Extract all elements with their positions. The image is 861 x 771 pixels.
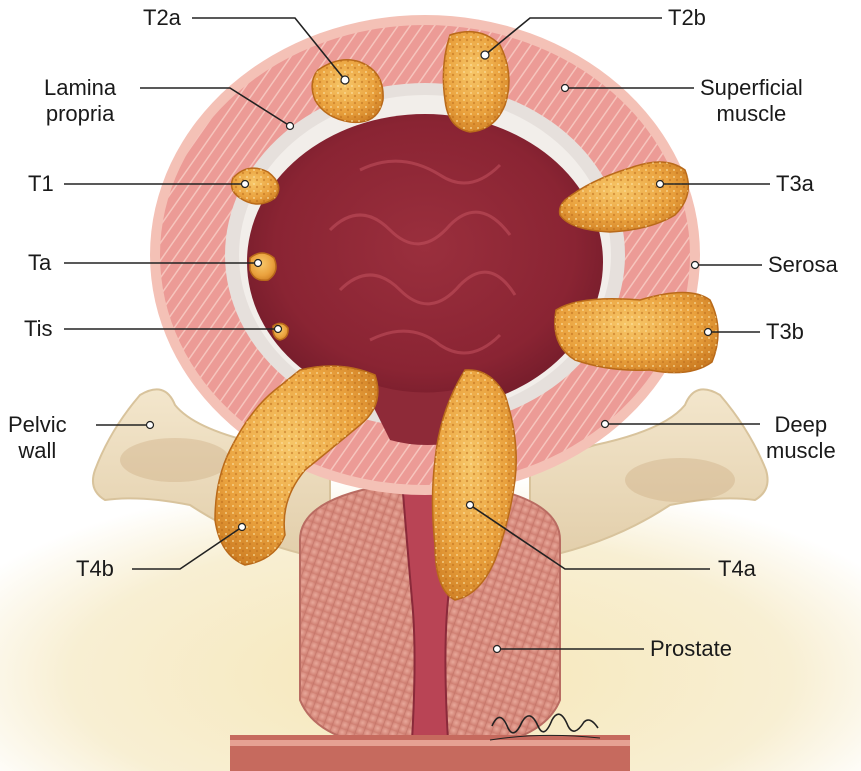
label-t3b: T3b [766,319,804,345]
label-t2b: T2b [668,5,706,31]
label-prostate: Prostate [650,636,732,662]
tumor-t2b [443,32,509,132]
label-t1: T1 [28,171,54,197]
label-serosa: Serosa [768,252,838,278]
label-deep-line1: Deep [766,412,836,438]
label-t3a: T3a [776,171,814,197]
label-tis: Tis [24,316,53,342]
label-lamina-propria: Lamina propria [44,75,116,127]
label-t4b: T4b [76,556,114,582]
label-pelvic-wall: Pelvic wall [8,412,67,464]
label-lamina-line1: Lamina [44,75,116,101]
label-lamina-line2: propria [44,101,116,127]
label-superficial-line2: muscle [700,101,803,127]
label-superficial-line1: Superficial [700,75,803,101]
label-deep-line2: muscle [766,438,836,464]
label-t4a: T4a [718,556,756,582]
tumor-ta [250,253,276,280]
label-deep-muscle: Deep muscle [766,412,836,464]
label-pelvic-line2: wall [8,438,67,464]
label-t2a: T2a [143,5,181,31]
tumor-t3b [555,293,718,373]
label-superficial-muscle: Superficial muscle [700,75,803,127]
label-ta: Ta [28,250,51,276]
label-pelvic-line1: Pelvic [8,412,67,438]
